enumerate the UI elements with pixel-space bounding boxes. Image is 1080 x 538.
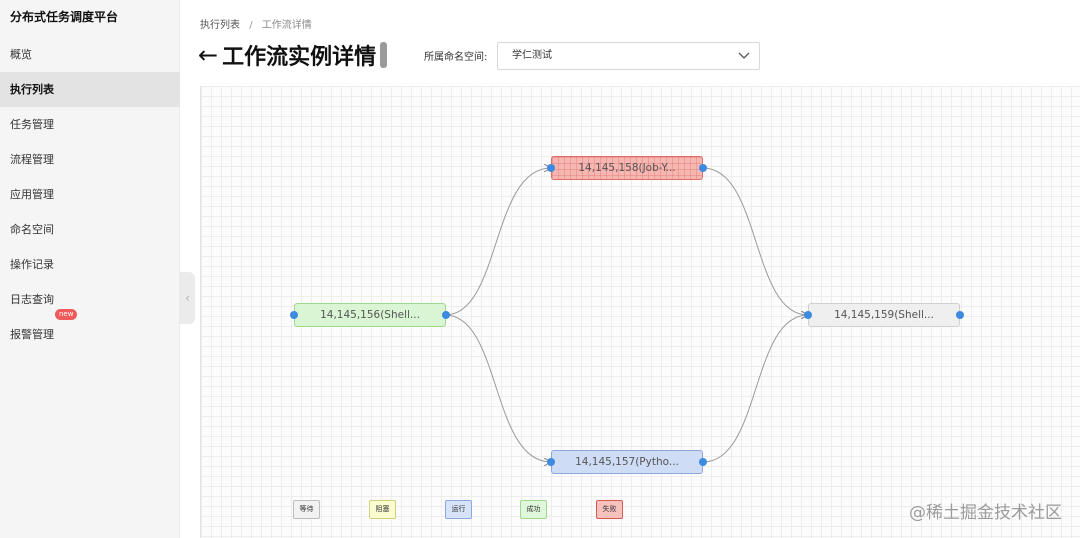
- workflow-node-14145156[interactable]: 14,145,156(Shell...: [290, 303, 450, 327]
- sidebar-item-label: 报警管理: [10, 328, 54, 341]
- page-title: 工作流实例详情: [222, 45, 377, 70]
- watermark: @稀土掘金技术社区: [909, 503, 1062, 523]
- node-input-port[interactable]: [290, 311, 298, 319]
- node-label: 14,145,156(Shell...: [320, 309, 420, 321]
- edge-157-159: [702, 315, 808, 463]
- breadcrumb-link-execution-list[interactable]: 执行列表: [200, 20, 240, 31]
- sidebar-item-alarm-management[interactable]: 报警管理 new: [0, 309, 180, 352]
- app-brand: 分布式任务调度平台: [10, 10, 119, 24]
- workflow-edges: [444, 86, 1080, 538]
- workflow-node-14145157[interactable]: 14,145,157(Pytho...: [547, 450, 707, 474]
- node-output-port[interactable]: [956, 311, 964, 319]
- namespace-select[interactable]: 学仁测试: [497, 42, 760, 70]
- node-output-port[interactable]: [699, 164, 707, 172]
- scrollbar-thumb[interactable]: [380, 42, 388, 68]
- namespace-label: 所属命名空间:: [424, 52, 488, 63]
- breadcrumb: 执行列表 / 工作流详情: [200, 16, 312, 31]
- back-arrow-icon[interactable]: ←: [198, 41, 219, 69]
- edge-158-159: [702, 167, 808, 315]
- node-label: 14,145,159(Shell...: [834, 309, 934, 321]
- sidebar-item-execution-list[interactable]: 执行列表: [0, 72, 180, 107]
- node-input-port[interactable]: [804, 311, 812, 319]
- sidebar-item-task-management[interactable]: 任务管理: [10, 118, 54, 131]
- sidebar-item-operation-log[interactable]: 操作记录: [10, 258, 54, 271]
- node-output-port[interactable]: [442, 311, 450, 319]
- legend-running: 运行: [445, 500, 472, 519]
- breadcrumb-current: 工作流详情: [261, 20, 312, 31]
- new-badge: new: [55, 309, 78, 320]
- sidebar-collapse-handle[interactable]: ‹: [180, 272, 195, 324]
- node-label: 14,145,157(Pytho...: [575, 456, 679, 468]
- legend-blocked: 阻塞: [369, 500, 396, 519]
- workflow-node-14145159[interactable]: 14,145,159(Shell...: [804, 303, 964, 327]
- breadcrumb-separator: /: [249, 20, 253, 31]
- legend-failed: 失败: [596, 500, 623, 519]
- sidebar-item-flow-management[interactable]: 流程管理: [10, 153, 54, 166]
- node-input-port[interactable]: [547, 458, 555, 466]
- legend-success: 成功: [520, 500, 547, 519]
- edge-156-158: [444, 168, 551, 316]
- sidebar: 分布式任务调度平台 概览 执行列表 任务管理 流程管理 应用管理 命名空间 操作…: [0, 0, 180, 538]
- chevron-down-icon: [738, 52, 750, 59]
- edge-156-157: [444, 314, 551, 462]
- chevron-left-icon: ‹: [185, 291, 190, 305]
- sidebar-nav: 概览 执行列表 任务管理 流程管理 应用管理 命名空间 操作记录 日志查询 报警…: [0, 37, 180, 352]
- workflow-canvas[interactable]: 14,145,156(Shell... 14,145,158(Job-Y... …: [200, 86, 1080, 538]
- node-input-port[interactable]: [547, 164, 555, 172]
- title-row: ← 工作流实例详情: [198, 38, 388, 72]
- node-label: 14,145,158(Job-Y...: [578, 162, 676, 174]
- workflow-node-14145158[interactable]: 14,145,158(Job-Y...: [547, 156, 707, 180]
- sidebar-item-overview[interactable]: 概览: [10, 48, 32, 61]
- sidebar-item-log-query[interactable]: 日志查询: [10, 293, 54, 306]
- sidebar-item-app-management[interactable]: 应用管理: [10, 188, 54, 201]
- legend-waiting: 等待: [293, 500, 320, 519]
- sidebar-item-namespace[interactable]: 命名空间: [10, 223, 54, 236]
- namespace-selected-value: 学仁测试: [512, 50, 552, 61]
- node-output-port[interactable]: [699, 458, 707, 466]
